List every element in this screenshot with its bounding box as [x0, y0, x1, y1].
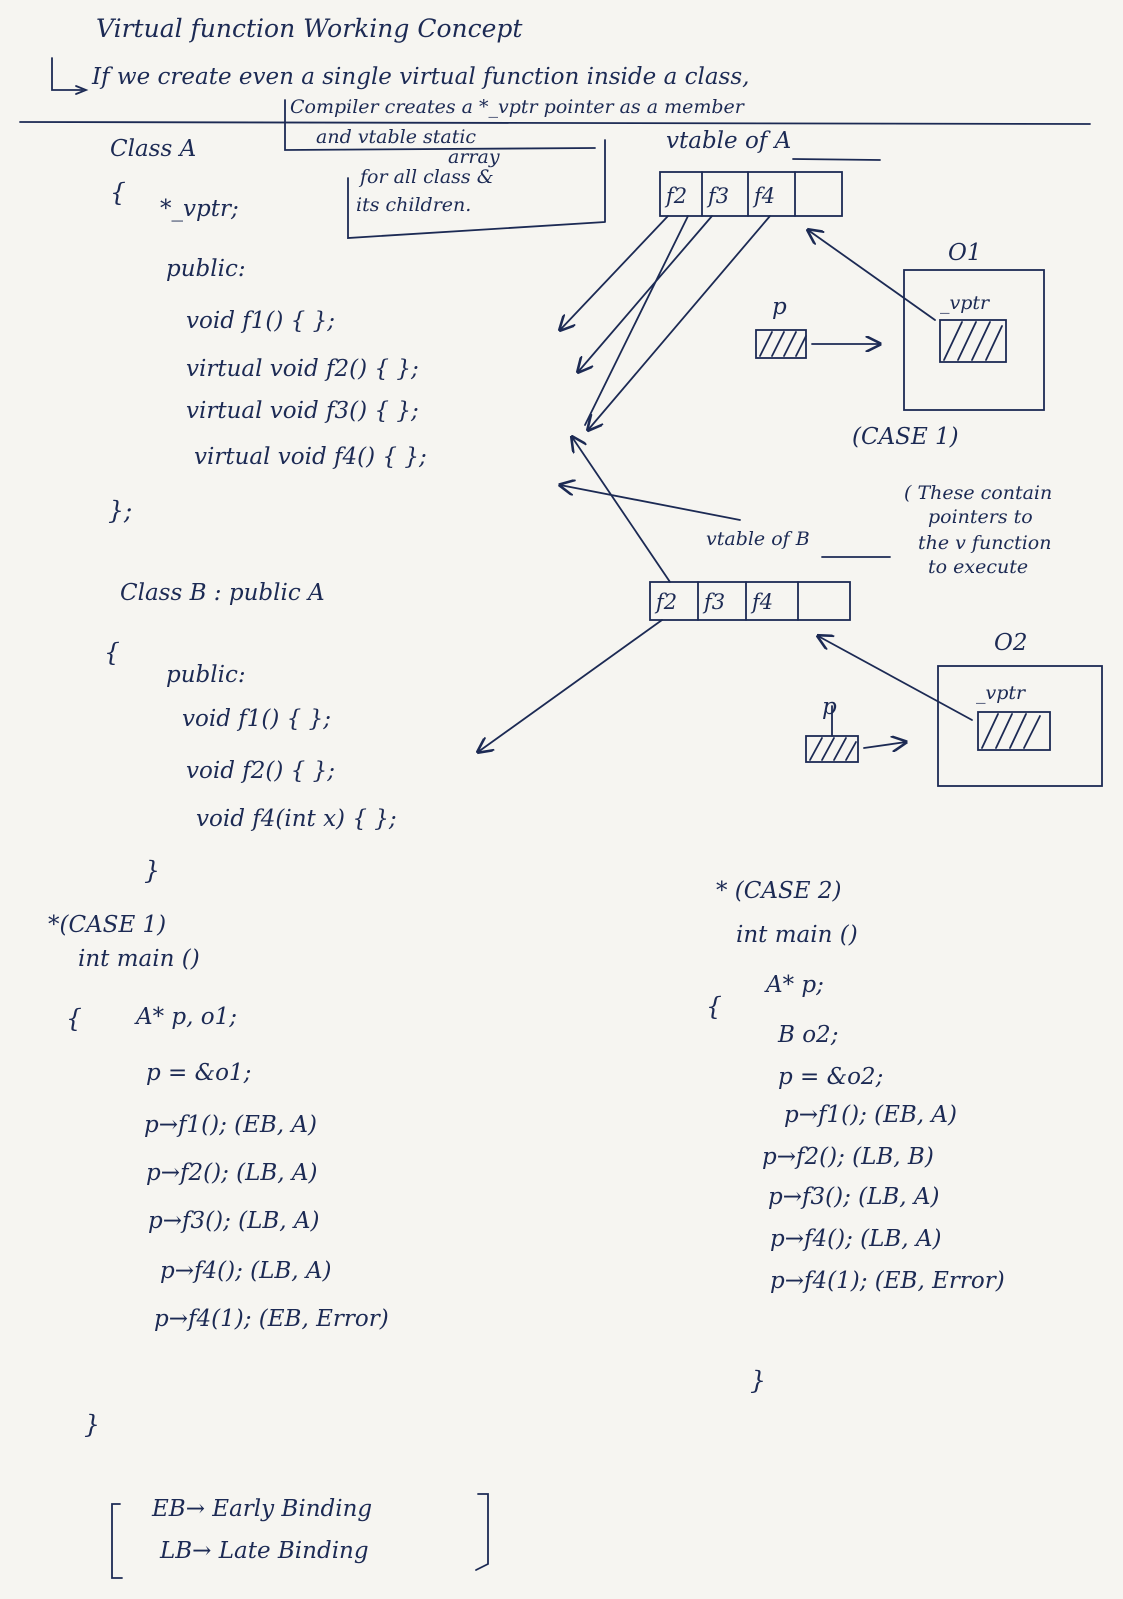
vtable-b-note-4: to execute	[928, 556, 1029, 578]
vtable-b-label: vtable of B	[706, 528, 810, 550]
o1-vptr-label: _vptr	[940, 292, 990, 314]
intro-line-2: Compiler creates a *_vptr pointer as a m…	[290, 96, 744, 118]
case2-main: int main ()	[736, 922, 858, 948]
class-a-close: };	[108, 496, 133, 525]
case1-line-6: p→f4(); (LB, A)	[160, 1258, 332, 1284]
o2-box	[937, 665, 1103, 787]
vtable-a-box	[659, 171, 843, 217]
intro-box-line-2: array	[448, 146, 500, 168]
class-a-method-2: virtual void f2() { };	[186, 356, 419, 382]
case1-header: *(CASE 1)	[48, 912, 167, 938]
class-b-method-1: void f1() { };	[182, 706, 331, 732]
intro-arrow-head	[75, 85, 89, 95]
p1-cell	[755, 329, 807, 359]
case2-line-7: p→f4(); (LB, A)	[770, 1226, 942, 1252]
o2-name: O2	[994, 630, 1028, 656]
arrow-f3-a	[578, 215, 713, 372]
arrow-vtb-f2	[478, 619, 663, 752]
class-a-open-brace: {	[110, 178, 126, 207]
vtable-b-box	[649, 581, 851, 621]
arrow-vtb-f3	[572, 437, 671, 583]
case2-line-6: p→f3(); (LB, A)	[768, 1184, 940, 1210]
intro-box-line-1: and vtable static	[316, 126, 477, 148]
page-title: Virtual function Working Concept	[96, 14, 523, 43]
case1-line-5: p→f3(); (LB, A)	[148, 1208, 320, 1234]
o2-vptr-cell	[977, 711, 1051, 751]
legend-late-binding: LB→ Late Binding	[160, 1538, 369, 1564]
class-a-method-3: virtual void f3() { };	[186, 398, 419, 424]
case1-line-7: p→f4(1); (EB, Error)	[154, 1306, 389, 1332]
case1-main: int main ()	[78, 946, 200, 972]
p1-label: p	[772, 294, 787, 320]
case2-line-5: p→f2(); (LB, B)	[762, 1144, 934, 1170]
intro-box	[284, 99, 606, 239]
vtable-b-note-3: the v function	[918, 532, 1052, 554]
intro-box-line-4: its children.	[356, 194, 472, 216]
vtable-b-note-1: ( These contain	[904, 482, 1053, 504]
vtable-a-underline	[792, 158, 881, 161]
class-a-header: Class A	[110, 136, 197, 162]
case2-open-brace: {	[706, 992, 722, 1021]
case1-close: }	[84, 1410, 100, 1439]
o2-vptr-label: _vptr	[976, 682, 1026, 704]
vtable-b-note-2: pointers to	[928, 506, 1033, 528]
case1-line-2: p = &o1;	[146, 1060, 252, 1086]
case2-line-3: p = &o2;	[778, 1064, 884, 1090]
case2-header: * (CASE 2)	[716, 878, 842, 904]
case2-close: }	[750, 1366, 766, 1395]
legend-left-bracket	[111, 1503, 123, 1579]
class-b-access: public:	[166, 662, 246, 688]
o1-name: O1	[948, 240, 982, 266]
o1-vptr-cell	[939, 319, 1007, 363]
arrow-f2-a	[560, 215, 669, 330]
arrow-o1-vtable	[808, 230, 936, 321]
case1-line-4: p→f2(); (LB, A)	[146, 1160, 318, 1186]
legend-early-binding: EB→ Early Binding	[152, 1496, 373, 1522]
o1-box	[903, 269, 1045, 411]
arrow-p2-o2	[863, 742, 906, 748]
arrow-vtb-f4	[560, 485, 741, 521]
class-a-access: public:	[166, 256, 246, 282]
intro-box-line-3: for all class &	[360, 166, 494, 188]
class-b-method-3: void f4(int x) { };	[196, 806, 397, 832]
class-b-open-brace: {	[104, 638, 120, 667]
class-b-method-2: void f2() { };	[186, 758, 335, 784]
class-b-close: }	[144, 856, 160, 885]
intro-line-1: If we create even a single virtual funct…	[92, 64, 750, 90]
class-a-vptr: *_vptr;	[160, 196, 239, 222]
intro-bracket-line	[51, 57, 83, 91]
case1-diagram-label: (CASE 1)	[852, 424, 959, 450]
case1-line-3: p→f1(); (EB, A)	[144, 1112, 318, 1138]
case2-line-2: B o2;	[778, 1022, 839, 1048]
p2-label: p	[822, 694, 837, 720]
vtable-a-label: vtable of A	[666, 128, 792, 154]
case1-open-brace: {	[66, 1004, 82, 1033]
class-a-method-4: virtual void f4() { };	[194, 444, 427, 470]
arrow-o2-vtable	[818, 636, 973, 721]
class-a-method-1: void f1() { };	[186, 308, 335, 334]
arrow-f4-a	[588, 215, 771, 430]
arrow-f3-line	[584, 215, 689, 426]
class-b-header: Class B : public A	[120, 580, 325, 606]
case1-line-1: A* p, o1;	[136, 1004, 237, 1030]
case2-line-1: A* p;	[766, 972, 824, 998]
legend-right-bracket	[475, 1493, 489, 1571]
rule-line	[19, 121, 1091, 125]
case2-line-8: p→f4(1); (EB, Error)	[770, 1268, 1005, 1294]
case2-line-4: p→f1(); (EB, A)	[784, 1102, 958, 1128]
